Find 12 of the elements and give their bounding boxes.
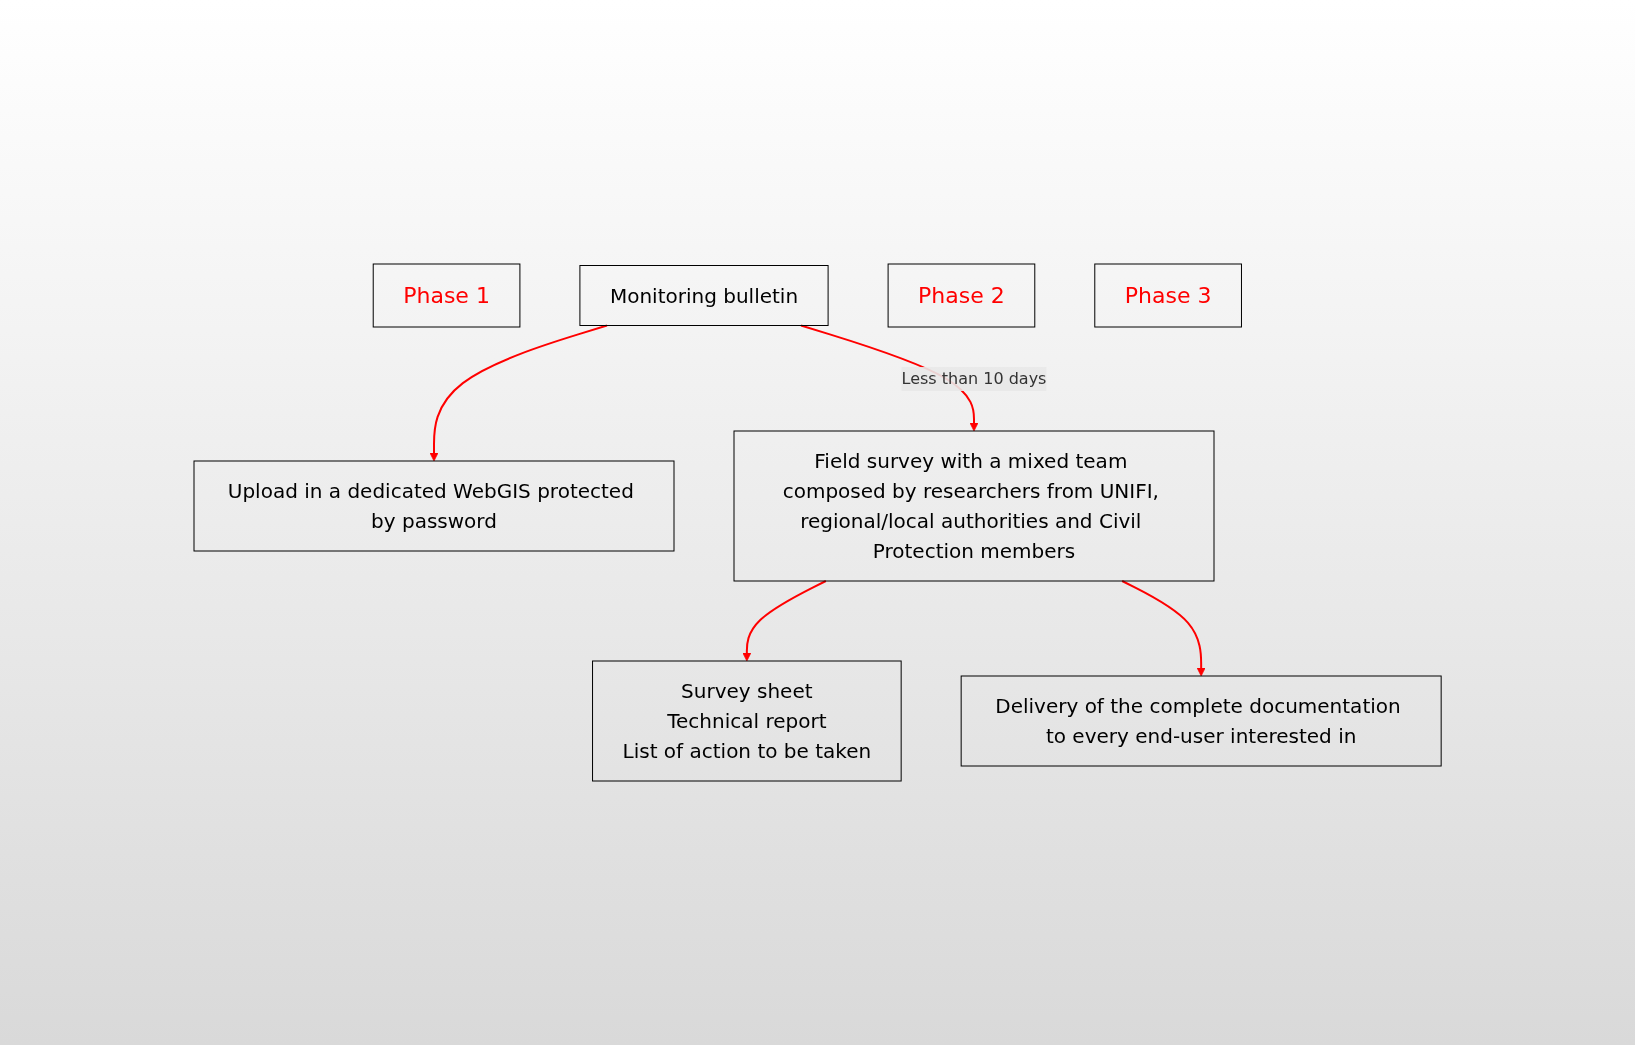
- node-box: Monitoring bulletin: [579, 265, 829, 326]
- node-box: Field survey with a mixed team composed by researchers from UNIFI, regional/local authorities and Civil Protection members: [733, 430, 1215, 582]
- node-box: Phase 3: [1094, 263, 1242, 328]
- node-box: Survey sheet Technical report List of action to be taken: [591, 660, 902, 782]
- node-box: Phase 2: [887, 263, 1036, 328]
- node-box: Phase 1: [372, 263, 521, 328]
- arrow: [742, 580, 827, 662]
- arrow: [1121, 580, 1206, 677]
- edge-label: Less than 10 days: [901, 369, 1047, 388]
- node-box: Delivery of the complete documentation to every end-user interested in: [960, 675, 1442, 767]
- node-box: Upload in a dedicated WebGIS protected by password: [193, 460, 675, 552]
- arrow: [429, 324, 608, 462]
